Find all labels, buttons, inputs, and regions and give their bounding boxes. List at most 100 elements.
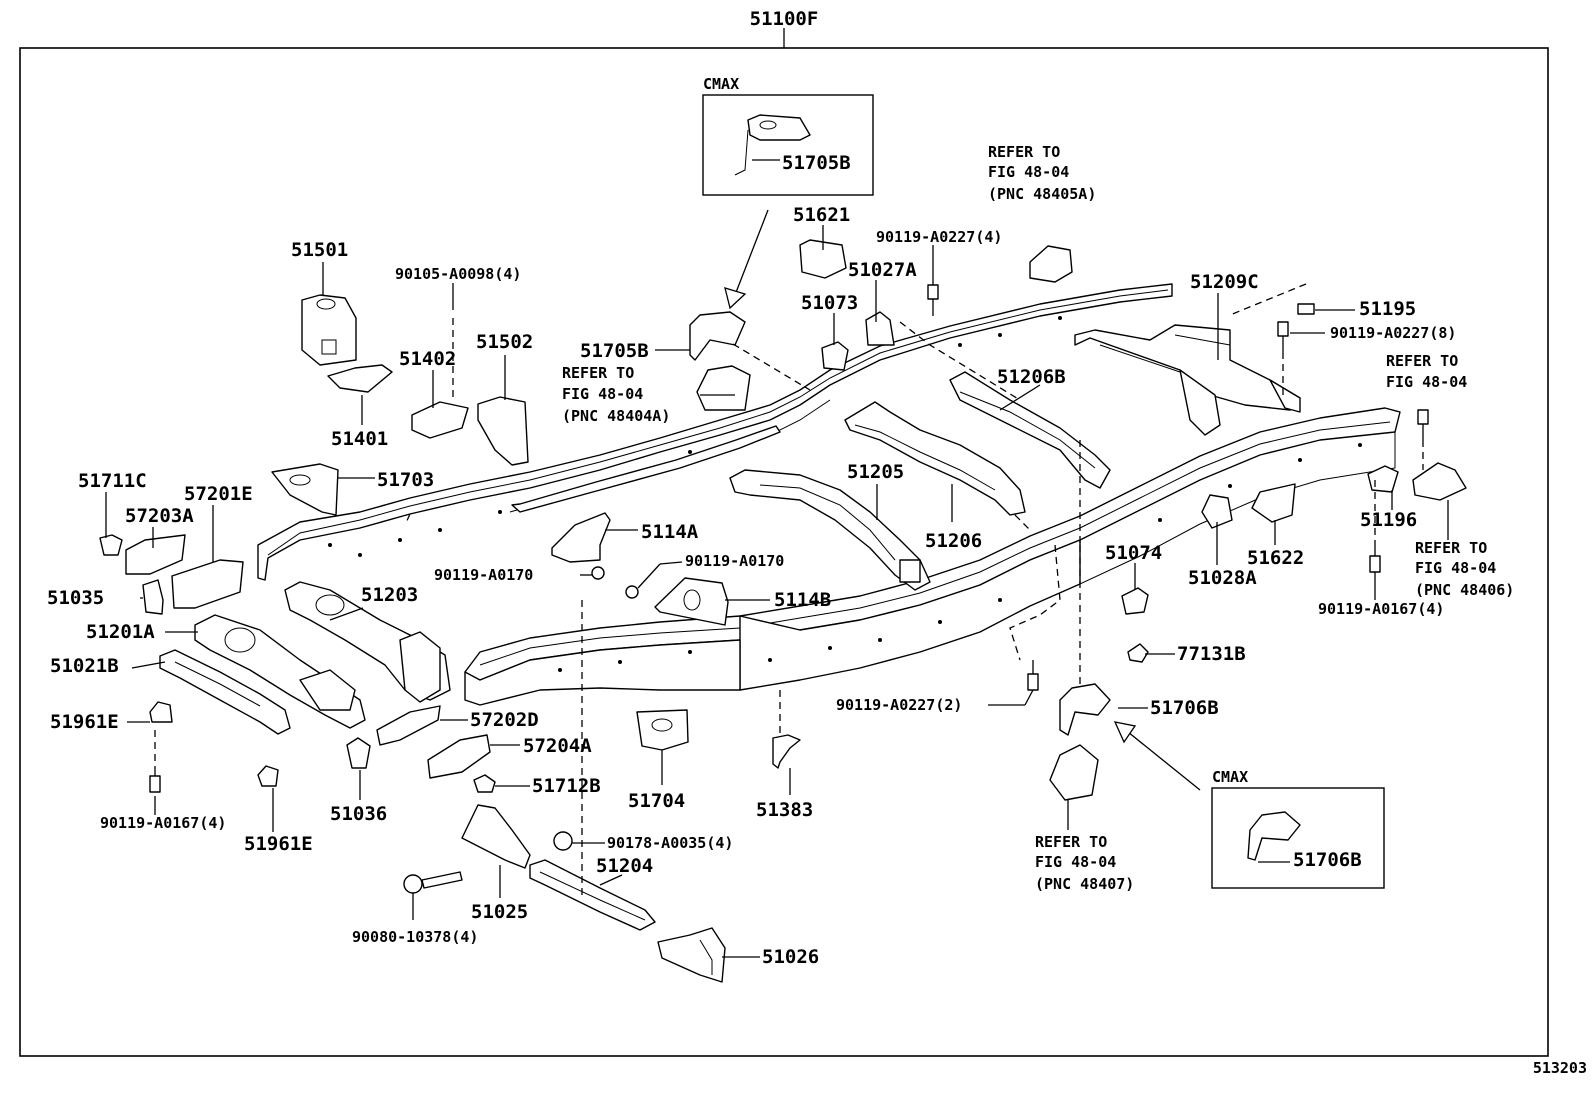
callout-51704[interactable]: 51704 (628, 790, 685, 812)
assembly-part-number[interactable]: 51100F (750, 8, 819, 30)
part-51027A (865, 311, 895, 346)
part-51035 (142, 579, 164, 615)
callout-51383[interactable]: 51383 (756, 799, 813, 821)
callout-57201E[interactable]: 57201E (184, 483, 253, 505)
refer-note-48406-top: REFER TO FIG 48-04 (1386, 352, 1467, 391)
part-51502 (477, 396, 529, 466)
mount-48406 (1412, 409, 1467, 501)
svg-text:REFER TO: REFER TO (1035, 833, 1107, 851)
callout-51206B[interactable]: 51206B (997, 366, 1066, 388)
svg-text:REFER TO: REFER TO (1415, 539, 1487, 557)
callout-51705B[interactable]: 51705B (580, 340, 649, 362)
callout-51706B[interactable]: 51706B (1150, 697, 1219, 719)
callout-51621[interactable]: 51621 (793, 204, 850, 226)
callout-51074[interactable]: 51074 (1105, 542, 1162, 564)
callout-51501[interactable]: 51501 (291, 239, 348, 261)
crossmember-51206B (949, 371, 1111, 489)
callout-51502[interactable]: 51502 (476, 331, 533, 353)
callout-90119-A0167-left[interactable]: 90119-A0167(4) (100, 814, 226, 832)
callout-51703[interactable]: 51703 (377, 469, 434, 491)
callout-51711C[interactable]: 51711C (78, 470, 147, 492)
callout-51206[interactable]: 51206 (925, 530, 982, 552)
callout-57204A[interactable]: 57204A (523, 735, 592, 757)
callout-5114B[interactable]: 5114B (774, 589, 831, 611)
refer-note-48406: REFER TO FIG 48-04 (PNC 48406) (1415, 539, 1514, 599)
part-51705B (689, 311, 746, 361)
callout-77131B[interactable]: 77131B (1177, 643, 1246, 665)
svg-text:FIG 48-04: FIG 48-04 (562, 385, 643, 403)
svg-text:(PNC 48407): (PNC 48407) (1035, 875, 1134, 893)
crossmember-51201A (194, 614, 366, 729)
callout-51961E-a[interactable]: 51961E (50, 711, 119, 733)
callout-90119-A0227-4[interactable]: 90119-A0227(4) (876, 228, 1002, 246)
refer-note-48407: REFER TO FIG 48-04 (PNC 48407) (1035, 833, 1134, 893)
bolt-90119-A0167-right (1369, 545, 1381, 573)
svg-text:FIG 48-04: FIG 48-04 (1035, 853, 1116, 871)
callout-51035[interactable]: 51035 (47, 587, 104, 609)
callout-90178-A0035[interactable]: 90178-A0035(4) (607, 834, 733, 852)
callout-57203A[interactable]: 57203A (125, 505, 194, 527)
callout-51209C[interactable]: 51209C (1190, 271, 1259, 293)
svg-text:(PNC 48404A): (PNC 48404A) (562, 407, 670, 425)
callout-5114A[interactable]: 5114A (641, 521, 699, 543)
bolt-90080-10378 (403, 871, 463, 894)
nut-90178-A0035 (553, 831, 573, 851)
callout-51402[interactable]: 51402 (399, 348, 456, 370)
callout-51196[interactable]: 51196 (1360, 509, 1417, 531)
callout-51026[interactable]: 51026 (762, 946, 819, 968)
svg-text:REFER TO: REFER TO (1386, 352, 1458, 370)
part-51401 (327, 364, 393, 393)
callout-51028A[interactable]: 51028A (1188, 567, 1257, 589)
crossmember-51206 (844, 401, 1026, 516)
part-51961E-b (257, 765, 279, 787)
callout-51205[interactable]: 51205 (847, 461, 904, 483)
svg-text:FIG 48-04: FIG 48-04 (988, 163, 1069, 181)
callout-90119-A0167-right[interactable]: 90119-A0167(4) (1318, 600, 1444, 618)
part-51025 (461, 804, 531, 869)
part-51501 (301, 294, 357, 366)
callout-90080-10378[interactable]: 90080-10378(4) (352, 928, 478, 946)
crossmember-51209C (1074, 324, 1301, 436)
callout-51073[interactable]: 51073 (801, 292, 858, 314)
bolt-90119-A0227-4 (927, 284, 939, 316)
cmax-label-bottom: CMAX (1212, 768, 1248, 786)
part-57202D (376, 705, 441, 746)
callout-51025[interactable]: 51025 (471, 901, 528, 923)
part-51026 (657, 927, 726, 983)
frame-right-rail (464, 407, 1401, 706)
callout-51036[interactable]: 51036 (330, 803, 387, 825)
callout-51027A[interactable]: 51027A (848, 259, 917, 281)
cmax-detail-box-bottom (1211, 787, 1385, 889)
callout-90119-A0170-b[interactable]: 90119-A0170 (685, 552, 784, 570)
rail-holes (328, 316, 1362, 672)
crossmember-51203 (284, 581, 451, 703)
dashed-alignment-lines (154, 283, 1424, 900)
callout-51204[interactable]: 51204 (596, 855, 653, 877)
callout-90119-A0170-a[interactable]: 90119-A0170 (434, 566, 533, 584)
part-51383 (772, 734, 801, 769)
callout-51195[interactable]: 51195 (1359, 298, 1416, 320)
part-51195 (1297, 303, 1315, 315)
callout-51706B-detail[interactable]: 51706B (1293, 849, 1362, 871)
refer-note-48404A: REFER TO FIG 48-04 (PNC 48404A) (562, 364, 670, 425)
callout-51203[interactable]: 51203 (361, 584, 418, 606)
callout-51961E-b[interactable]: 51961E (244, 833, 313, 855)
callout-51201A[interactable]: 51201A (86, 621, 155, 643)
callout-51622[interactable]: 51622 (1247, 547, 1304, 569)
callout-90119-A0227-2[interactable]: 90119-A0227(2) (836, 696, 962, 714)
callout-51712B[interactable]: 51712B (532, 775, 601, 797)
crossmember-51204 (529, 859, 656, 931)
callout-90119-A0227-8[interactable]: 90119-A0227(8) (1330, 324, 1456, 342)
part-5114A (551, 512, 611, 563)
callout-51705B-detail[interactable]: 51705B (782, 152, 851, 174)
callout-90105-A0098[interactable]: 90105-A0098(4) (395, 265, 521, 283)
callout-51021B[interactable]: 51021B (50, 655, 119, 677)
part-57203A (125, 534, 186, 575)
part-57204A (427, 734, 491, 779)
callout-57202D[interactable]: 57202D (470, 709, 539, 731)
refer-note-48405A: REFER TO FIG 48-04 (PNC 48405A) (988, 143, 1096, 203)
cmax-label-top: CMAX (703, 75, 739, 93)
part-51704 (636, 709, 689, 751)
callout-51401[interactable]: 51401 (331, 428, 388, 450)
